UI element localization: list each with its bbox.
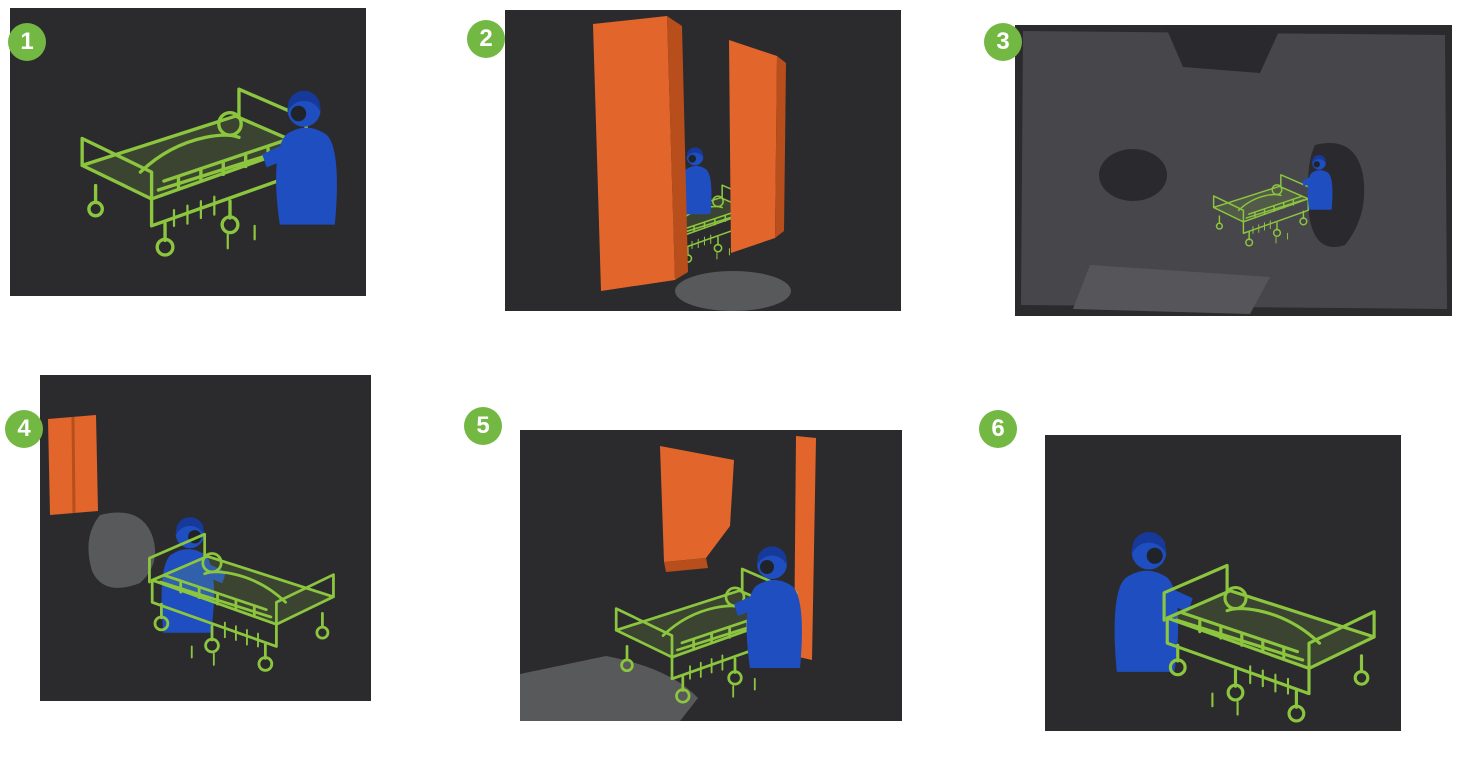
ceiling-shadow <box>1165 25 1280 73</box>
shadow-blob <box>520 656 698 721</box>
step-panel-2 <box>505 10 901 311</box>
step-badge-2: 2 <box>467 20 505 58</box>
step-panel-1 <box>10 8 366 296</box>
step-badge-3: 3 <box>984 23 1022 61</box>
step-panel-3 <box>1015 25 1452 316</box>
bed-leaving-door-illustration <box>40 375 371 701</box>
shadow-blob <box>88 512 156 588</box>
step-badge-5: 5 <box>464 407 502 445</box>
double-doors-illustration <box>505 10 901 311</box>
wall-shadow-left <box>1099 149 1167 201</box>
step-badge-1: 1 <box>8 23 46 61</box>
elevator-interior-illustration <box>1015 25 1452 316</box>
elevator-walls <box>1021 31 1447 309</box>
step-panel-5 <box>520 430 902 721</box>
open-door-edge <box>664 558 708 572</box>
door-divider <box>71 416 76 514</box>
step-panel-6 <box>1045 435 1401 731</box>
door-panel-left <box>593 16 675 291</box>
caregiver-beside-bed-illustration <box>10 8 366 296</box>
door-panel-right <box>729 40 777 253</box>
panel-background <box>505 10 901 311</box>
step-panel-4 <box>40 375 371 701</box>
pushing-bed-illustration <box>1045 435 1401 731</box>
step-badge-6: 6 <box>979 410 1017 448</box>
door-panel-right-edge <box>775 56 786 238</box>
panel-background <box>1045 435 1401 731</box>
open-door-panel <box>660 446 734 562</box>
door-panel-left-edge <box>667 16 688 280</box>
step-badge-4: 4 <box>5 410 43 448</box>
wall-shadow-right <box>1307 143 1365 247</box>
elevator-floor <box>1073 265 1270 314</box>
shadow-blob <box>675 271 791 311</box>
open-door-illustration <box>520 430 902 721</box>
